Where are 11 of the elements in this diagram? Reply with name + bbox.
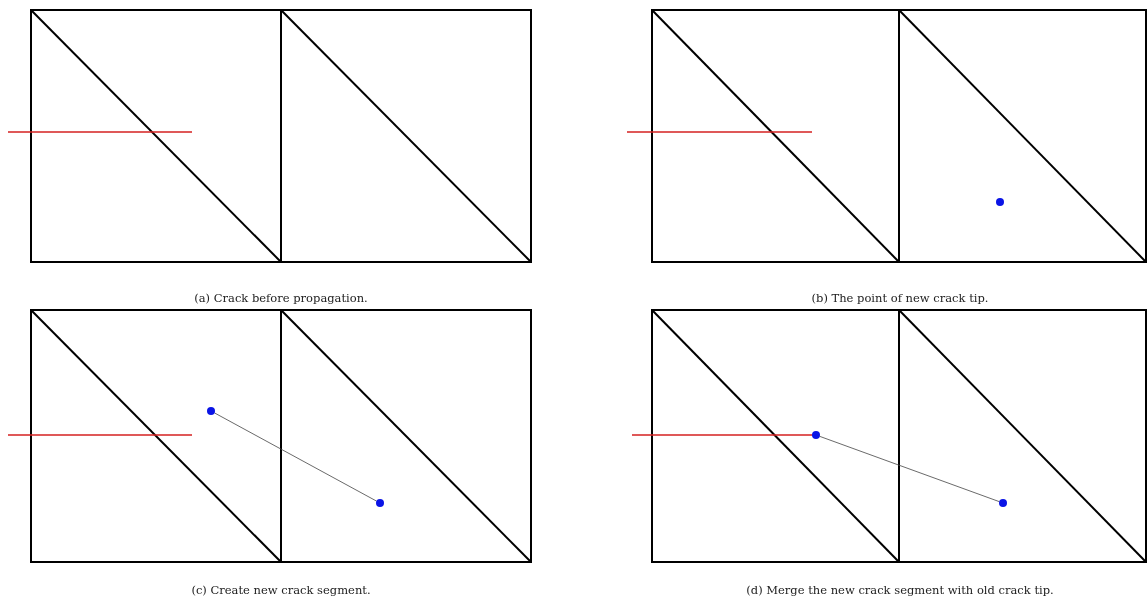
crack-tip-point xyxy=(999,499,1007,507)
crack-segment xyxy=(214,412,377,502)
figure-caption: (c) Create new crack segment. xyxy=(191,583,371,597)
crack-tip-point xyxy=(996,198,1004,206)
crack-segment xyxy=(819,435,1000,503)
figure-caption: (b) The point of new crack tip. xyxy=(811,291,989,305)
figure-caption: (a) Crack before propagation. xyxy=(194,291,368,305)
crack-tip-point xyxy=(376,499,384,507)
crack-tip-point xyxy=(812,431,820,439)
figure-caption: (d) Merge the new crack segment with old crack tip. xyxy=(746,583,1054,597)
crack-tip-point xyxy=(207,407,215,415)
